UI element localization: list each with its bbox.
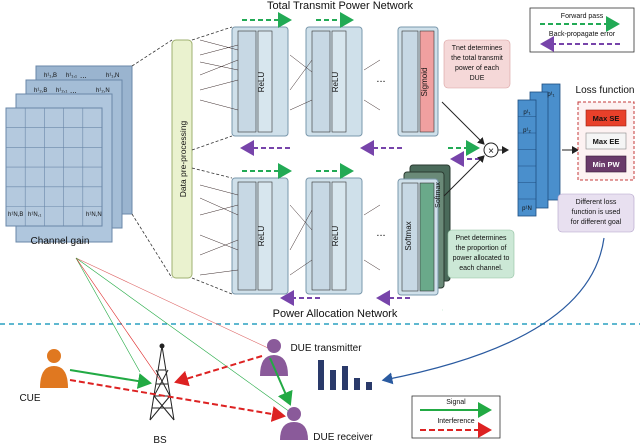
matrix-to-devices-lines [75,257,291,413]
max-se-label: Max SE [593,114,620,123]
layer-ellipsis: ... [376,227,385,239]
matrix-cell: h¹N,₁ [28,212,41,218]
due-receiver-person [280,407,308,440]
matrix-cell: h¹₂,₁ [56,88,67,94]
legend-interference-label: Interference [437,418,474,425]
legend-forward-label: Forward pass [561,13,604,20]
pnet-note: Pnet determines the proportion of power … [447,229,515,279]
max-se-option [585,109,627,127]
tnet-note: Tnet determines the total transmit power… [443,39,511,89]
matrix-ellipsis: ... [80,71,87,80]
preprocess-to-network-lines [191,26,233,295]
due-transmitter-label: DUE transmitter [290,343,362,354]
matrix-cell: h¹N,B [8,212,23,218]
pnet-connections [199,184,381,276]
output-cell: p¹₁ [523,110,530,116]
power-allocation-network-title: Power Allocation Network [273,308,398,320]
pnet-to-multiplier-arrow [443,155,485,197]
power-bars-icon [318,360,372,390]
pnet-block: ReLU ReLU ... Softmax Softmax [231,164,451,296]
cue-to-bs-signal [69,369,152,389]
total-power-network-title: Total Transmit Power Network [267,0,414,12]
min-pw-option [585,155,627,173]
due-tx-to-rx-signal [269,357,293,406]
output-power-stack: p¹₁ p¹₂ p¹N p¹₁ [517,83,561,217]
bs-tower-icon [149,343,175,421]
softmax-label: Softmax [435,182,442,208]
cue-to-due-rx-interference [69,379,286,422]
loss-note-line: function is used [572,209,621,216]
bs-label: BS [153,435,167,446]
min-pw-label: Min PW [592,160,620,169]
pnet-note-line: each channel. [459,265,503,272]
loss-to-due-arrow [381,237,605,385]
loss-note [557,193,635,233]
loss-note-line: for different goal [571,219,622,226]
due-receiver-label: DUE receiver [313,432,373,443]
loss-note-line: Different loss [576,199,617,206]
channel-gain-matrix: h¹₁,B h¹₁,₁ h¹₁,N h¹₂,B h¹₂,₁ h¹₂,N h¹N,… [5,65,133,243]
relu-label: ReLU [257,226,266,247]
output-cell: p¹N [522,206,532,212]
matrix-cell: h¹₁,N [106,73,119,79]
output-cell: p¹₁ [547,92,554,98]
relu-label: ReLU [331,226,340,247]
output-cell: p¹₂ [523,128,531,134]
matrix-cell: h¹₁,₁ [66,73,77,79]
legend-backward-label: Back-propagate error [549,31,616,38]
matrix-cell: h¹₁,B [44,73,57,79]
tnet-block: ReLU ReLU ... Sigmoid [231,26,439,137]
pass-legend: Forward pass Back-propagate error [529,7,635,53]
backward-arrows [240,140,480,306]
preprocess-label: Data pre-processing [178,120,188,197]
loss-title: Loss function [576,85,635,96]
pnet-note-line: power allocated to [453,255,510,262]
cue-person [40,349,68,388]
forward-arrows [242,12,480,179]
layer-ellipsis: ... [376,73,385,85]
due-transmitter-person [260,339,288,376]
channel-gain-label: Channel gain [31,236,90,247]
relu-label: ReLU [257,72,266,93]
preprocess-bar [171,39,193,279]
max-ee-label: Max EE [593,137,620,146]
matrix-to-preprocess-lines [131,39,173,279]
max-ee-option [585,132,627,150]
matrix-cell: h¹N,N [86,212,102,218]
pnet-note-line: Pnet determines [456,235,507,242]
tnet-note-line: DUE [470,75,485,82]
tnet-note-line: Tnet determines [452,45,503,52]
legend-signal-label: Signal [446,399,466,406]
relu-label: ReLU [331,72,340,93]
multiplier-symbol: × [488,146,494,157]
cue-label: CUE [19,393,40,404]
tnet-note-line: the total transmit [451,55,503,62]
tnet-to-multiplier-arrow [441,101,485,145]
pnet-note-line: the proportion of [456,245,507,252]
tnet-connections [199,39,381,111]
signal-legend: Signal Interference [411,395,501,439]
sigmoid-label: Sigmoid [420,68,429,97]
matrix-ellipsis: ... [70,86,77,95]
softmax-label: Softmax [404,221,413,250]
due-tx-to-bs-interference [174,355,263,387]
matrix-cell: h¹₂,B [34,88,47,94]
matrix-cell: h¹₂,N [96,88,110,94]
tnet-note-line: power of each [455,65,499,72]
